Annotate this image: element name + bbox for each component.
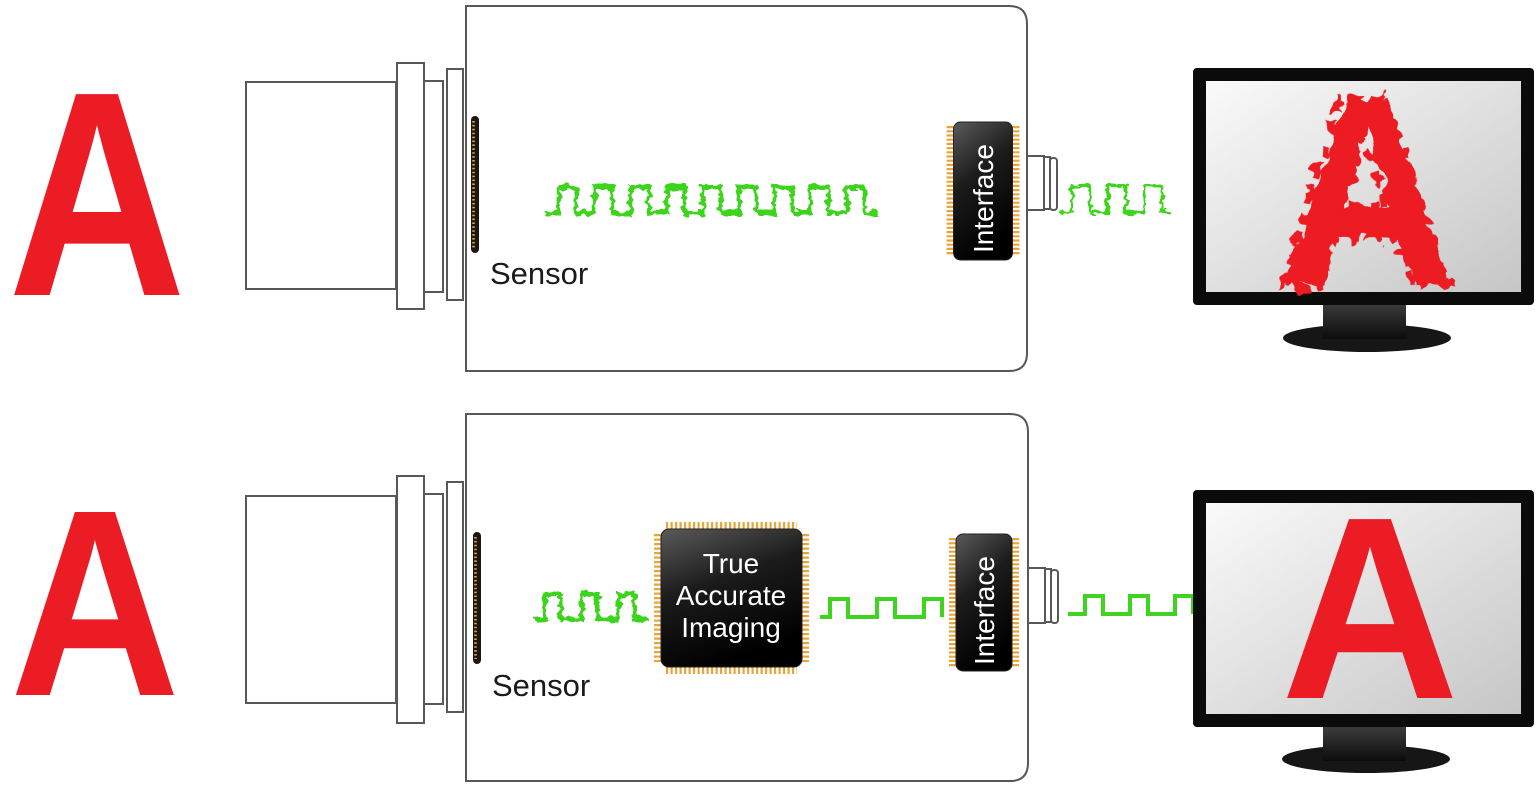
noisy-wave-trace xyxy=(544,184,878,214)
bottom-noisy-signal xyxy=(534,591,649,622)
top-noisy-signal xyxy=(544,184,879,216)
lens-ring-1 xyxy=(396,475,425,724)
bottom-monitor-letter: A xyxy=(1281,464,1459,754)
interface-chip-body xyxy=(953,121,1013,261)
chip-line-3: Imaging xyxy=(681,612,781,643)
top-interface-label: Interface xyxy=(968,144,999,253)
top-pipeline: A Sensor Interface xyxy=(8,5,1534,372)
connector-body xyxy=(1026,155,1045,211)
top-camera-lens xyxy=(245,62,464,310)
bottom-sensor-label: Sensor xyxy=(492,668,590,703)
lens-ring-1 xyxy=(396,62,425,310)
connector-cap xyxy=(1049,157,1058,211)
monitor-neck xyxy=(1323,727,1406,761)
top-monitor-letter-scribbled: A A xyxy=(1266,33,1462,349)
bottom-camera-lens xyxy=(245,475,464,724)
bottom-monitor: A xyxy=(1193,464,1534,773)
noisy-wave-trace-2 xyxy=(535,593,649,622)
chip-line-2: Accurate xyxy=(676,580,787,611)
monitor-screen xyxy=(1206,81,1521,292)
clean-signal-out xyxy=(1068,594,1195,616)
interface-chip-body xyxy=(955,533,1013,672)
monitor-neck xyxy=(1323,303,1406,339)
connector-cap xyxy=(1050,569,1059,624)
scribble-letter-fill: A xyxy=(1279,41,1455,341)
lens-barrel xyxy=(245,81,397,290)
bottom-interface-label: Interface xyxy=(969,556,1000,665)
processing-chip-body xyxy=(660,528,803,668)
bottom-pipeline: A Sensor True Accurate Imaging xyxy=(10,413,1534,782)
top-sensor-chip xyxy=(471,116,479,253)
bottom-interface-chip: Interface xyxy=(949,533,1019,672)
connector-body xyxy=(1027,567,1046,624)
bottom-sensor-chip xyxy=(473,532,481,664)
top-interface-chip: Interface xyxy=(946,121,1020,261)
top-input-letter: A xyxy=(8,31,186,357)
scribble-letter-stroke: A xyxy=(1271,38,1457,344)
lens-barrel xyxy=(245,495,397,704)
bottom-connector xyxy=(1027,567,1059,624)
lens-ring-3 xyxy=(446,481,464,713)
chip-line-1: True xyxy=(703,548,760,579)
top-monitor: A A xyxy=(1193,33,1534,352)
processing-chip: True Accurate Imaging xyxy=(654,522,809,674)
noisy-wave-trace-2 xyxy=(545,186,879,216)
lens-ring-2 xyxy=(423,493,444,705)
noisy-out-trace xyxy=(1060,184,1172,214)
noisy-wave-trace xyxy=(534,591,648,620)
top-sensor-label: Sensor xyxy=(490,256,588,291)
top-connector xyxy=(1026,155,1058,211)
bottom-input-letter: A xyxy=(10,455,180,752)
top-output-signal xyxy=(1060,184,1172,214)
lens-ring-2 xyxy=(423,80,444,293)
clean-signal-mid xyxy=(820,597,944,619)
lens-ring-3 xyxy=(446,68,464,301)
monitor-screen xyxy=(1206,503,1521,714)
